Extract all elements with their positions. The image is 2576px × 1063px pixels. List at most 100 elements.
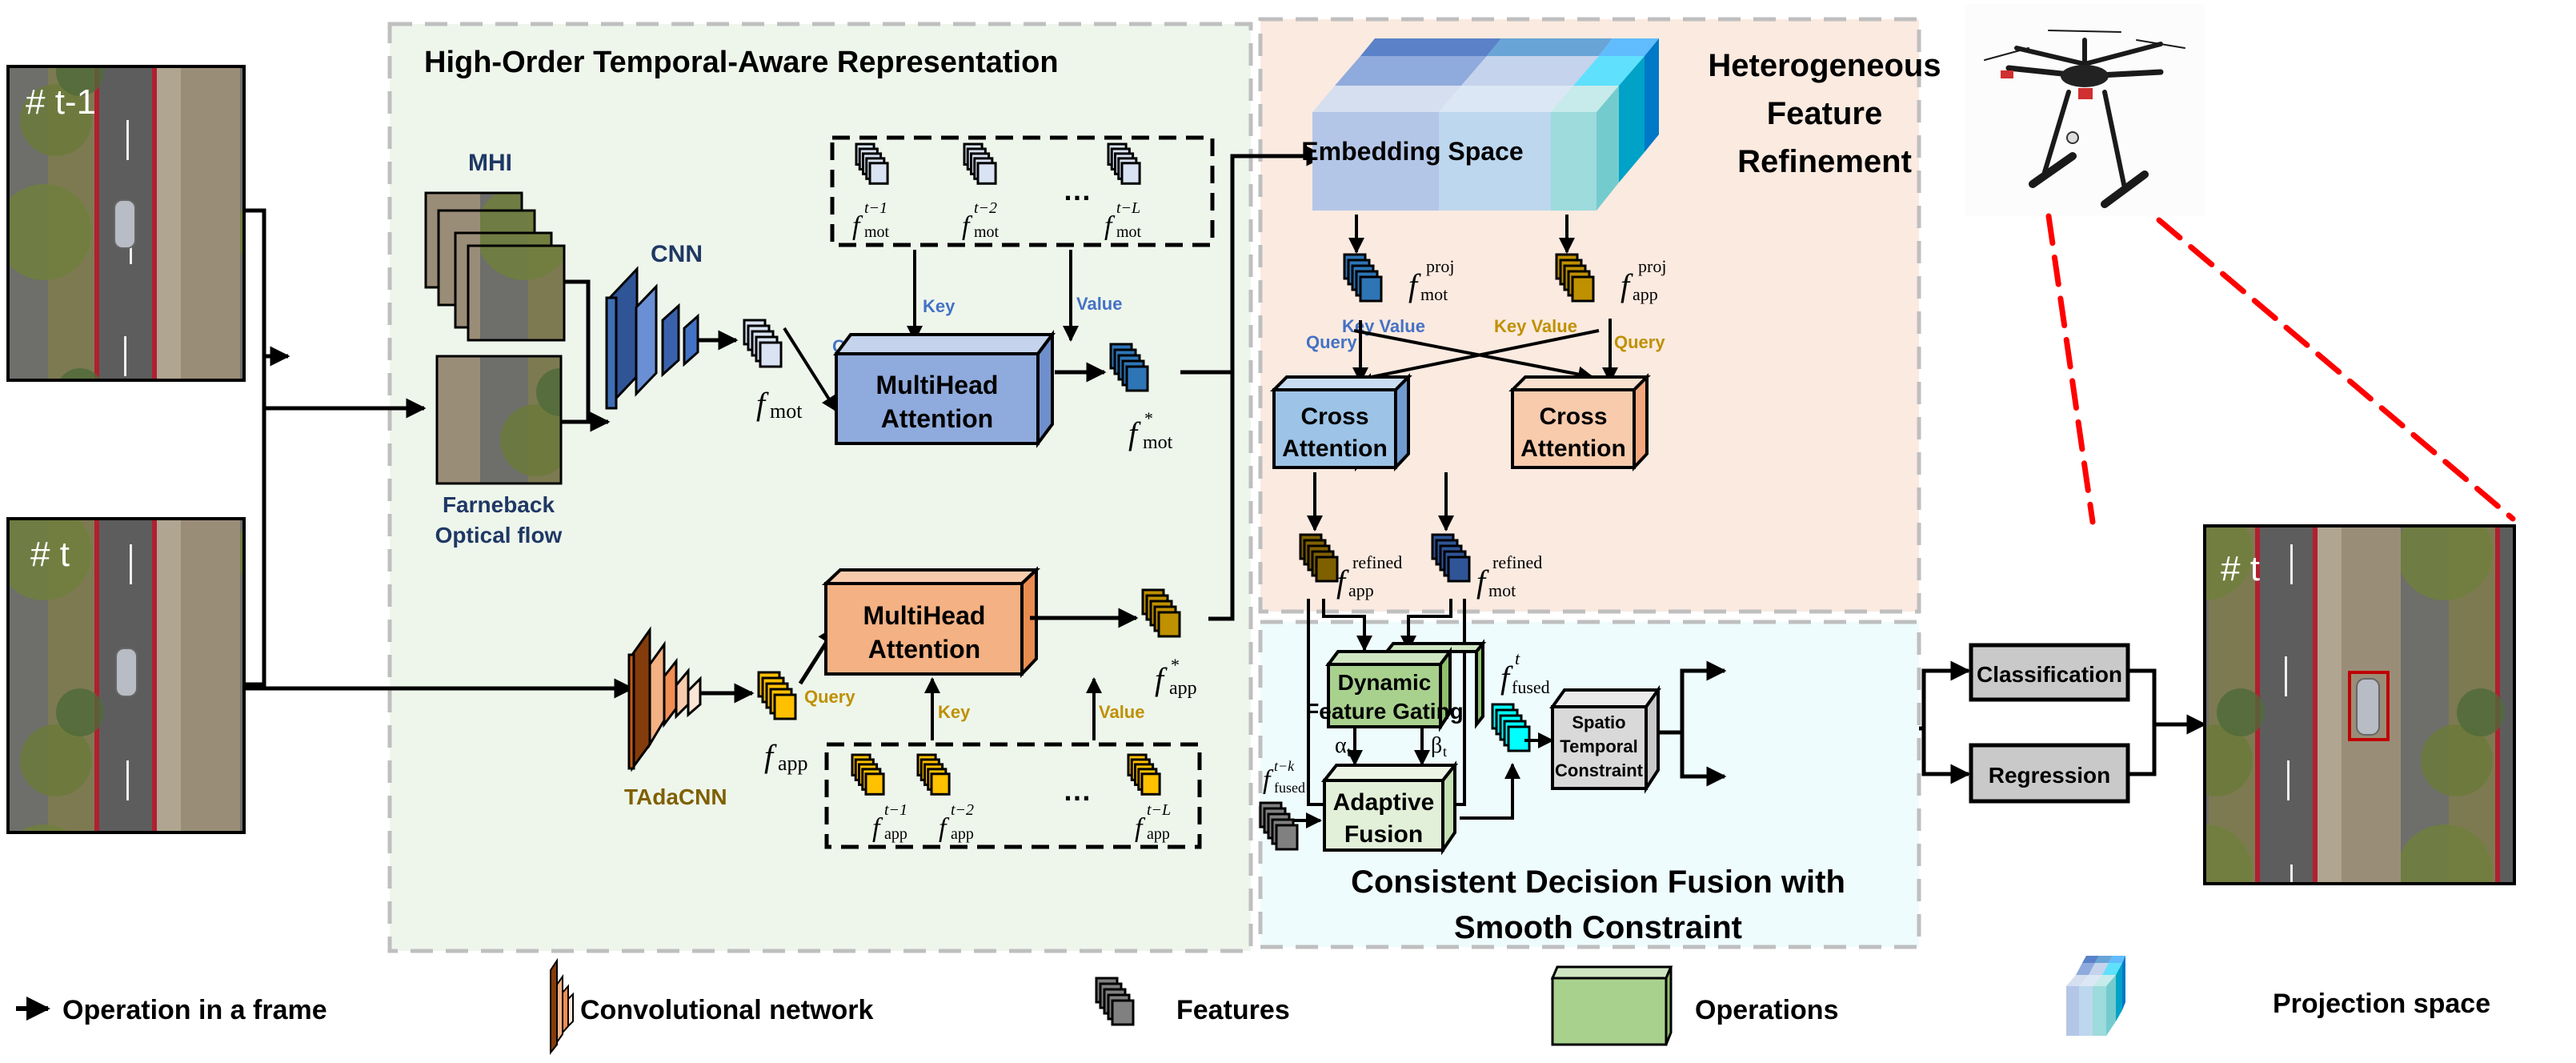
mha-mot-box[interactable]: MultiHead Attention: [833, 330, 1056, 448]
tadacnn-icon: [627, 626, 702, 772]
svg-text:app: app: [884, 825, 907, 843]
car-icon: [2356, 678, 2380, 736]
refinement-title-line1: Heterogeneous: [1708, 48, 1941, 83]
adaptive-line1: Adaptive: [1333, 789, 1435, 816]
feature-stack-app: [757, 671, 797, 720]
alpha-label: α t: [1335, 733, 1351, 760]
feature-map-layer: [1315, 556, 1339, 583]
cross-attention-app-box[interactable]: Cross Attention: [1508, 373, 1651, 472]
stc-line3: Constraint: [1555, 760, 1644, 780]
svg-text:t: t: [1347, 744, 1351, 760]
refinement-title-line3: Refinement: [1737, 144, 1912, 179]
legend-item-projection: Projection space: [2066, 956, 2490, 1036]
svg-text:α: α: [1335, 733, 1347, 758]
svg-text:t: t: [1443, 744, 1447, 760]
svg-text:app: app: [951, 825, 974, 843]
mha-app-box[interactable]: MultiHead Attention: [821, 566, 1041, 679]
flow-label-line1: Farneback: [443, 492, 555, 517]
feature-map-layer: [1111, 999, 1135, 1026]
regression-head[interactable]: Regression: [1969, 743, 2130, 804]
svg-text:fused: fused: [1274, 780, 1305, 796]
legend-label-operation: Operation in a frame: [62, 995, 327, 1025]
svg-text:t−2: t−2: [974, 199, 997, 217]
svg-text:proj: proj: [1638, 256, 1666, 276]
svg-text:t−1: t−1: [864, 199, 887, 217]
cross-attention-mot-full[interactable]: Cross Attention: [1270, 373, 1412, 472]
legend-item-conv: Convolutional network: [550, 957, 874, 1055]
classification-head[interactable]: Classification: [1969, 643, 2130, 702]
operation-box-icon: [1550, 965, 1673, 1046]
adaptive-fusion-box[interactable]: Adaptive Fusion: [1320, 760, 1459, 856]
svg-text:refined: refined: [1492, 552, 1542, 572]
feature-stack-proj-app: [1555, 253, 1595, 303]
gating-out-arrows: [1347, 728, 1430, 766]
frame-prev-label: # t-1: [26, 82, 96, 122]
feature-stack-icon: [1095, 977, 1135, 1026]
conv-network-icon: [550, 957, 574, 1055]
app-kv-arrows: [924, 677, 1102, 740]
feature-stack-app-star: [1141, 588, 1181, 638]
mot-history-ellipsis: …: [1063, 174, 1092, 207]
mot-to-embedding-arrow: [1180, 146, 1327, 375]
app-query-label: Query: [804, 687, 855, 707]
svg-text:mot: mot: [1420, 284, 1448, 304]
fusion-title-line1: Consistent Decision Fusion with: [1351, 864, 1845, 900]
optical-flow-image: [435, 355, 563, 485]
feature-map-layer: [1140, 772, 1161, 796]
mot-history-stack-2: [963, 142, 997, 185]
frame-output: # t: [2203, 524, 2516, 885]
embedding-space-block: Embedding Space: [1301, 38, 1659, 211]
feature-map-layer: [773, 693, 797, 720]
stc-line1: Spatio: [1572, 712, 1625, 732]
frame-output-label: # t: [2221, 549, 2260, 588]
feature-stack-mot: [743, 319, 783, 368]
feature-stack-prev-fused: [1259, 801, 1299, 851]
flow-label-line2: Optical flow: [435, 523, 563, 548]
adaptive-out-arrow: [1460, 763, 1520, 820]
svg-text:app: app: [1147, 825, 1170, 843]
legend-label-features: Features: [1176, 995, 1290, 1025]
app-history-stack-3: [1127, 753, 1161, 796]
legend-label-conv: Convolutional network: [580, 995, 874, 1025]
mot-history-stack-3: [1107, 142, 1141, 185]
cross-query-left-label: Query: [1306, 332, 1357, 352]
stc-to-heads-connectors: [1919, 660, 1971, 784]
svg-text:*: *: [1171, 655, 1180, 675]
feature-map-layer: [864, 772, 885, 796]
feature-map-layer: [1125, 365, 1149, 392]
legend-label-operations: Operations: [1695, 995, 1838, 1025]
app-history-ellipsis: …: [1063, 774, 1092, 807]
gating-box[interactable]: Dynamic Feature Gating: [1305, 647, 1464, 732]
svg-text:proj: proj: [1426, 256, 1454, 276]
frame-prev: # t-1: [6, 65, 246, 382]
car-icon: [114, 199, 136, 249]
tadacnn-label: TAdaCNN: [624, 784, 727, 809]
cross-out-arrows: [1307, 472, 1454, 532]
feature-map-layer: [1447, 556, 1471, 583]
beta-label: β t: [1431, 733, 1447, 760]
svg-text:t: t: [1515, 648, 1520, 668]
drone-image: [1965, 4, 2205, 216]
cross-kv-left-label: Key Value: [1342, 316, 1425, 336]
feature-stack-fused: [1491, 703, 1531, 752]
cross-app-line1: Cross: [1539, 403, 1607, 430]
app-key-label: Key: [938, 702, 971, 722]
svg-text:mot: mot: [770, 399, 803, 423]
mha-app-line1: MultiHead: [863, 601, 986, 630]
svg-text:mot: mot: [864, 223, 890, 241]
stc-line2: Temporal: [1560, 736, 1637, 756]
projection-space-icon: [2066, 956, 2125, 1036]
feature-stack-refined-mot: [1431, 533, 1471, 583]
svg-text:fused: fused: [1512, 677, 1550, 697]
mhi-label: MHI: [468, 150, 512, 176]
feature-map-layer: [976, 162, 997, 185]
mhi-flow-connectors: [264, 279, 611, 432]
refinement-title-line2: Feature: [1767, 96, 1883, 131]
svg-text:mot: mot: [1143, 432, 1173, 453]
spatio-temporal-constraint-box[interactable]: Spatio Temporal Constraint: [1549, 684, 1661, 794]
legend-item-operations: Operations: [1550, 965, 1838, 1046]
temporal-panel-title: High-Order Temporal-Aware Representation: [424, 46, 1059, 79]
feature-map-layer: [1275, 824, 1299, 851]
fusion-title-line2: Smooth Constraint: [1454, 910, 1742, 945]
